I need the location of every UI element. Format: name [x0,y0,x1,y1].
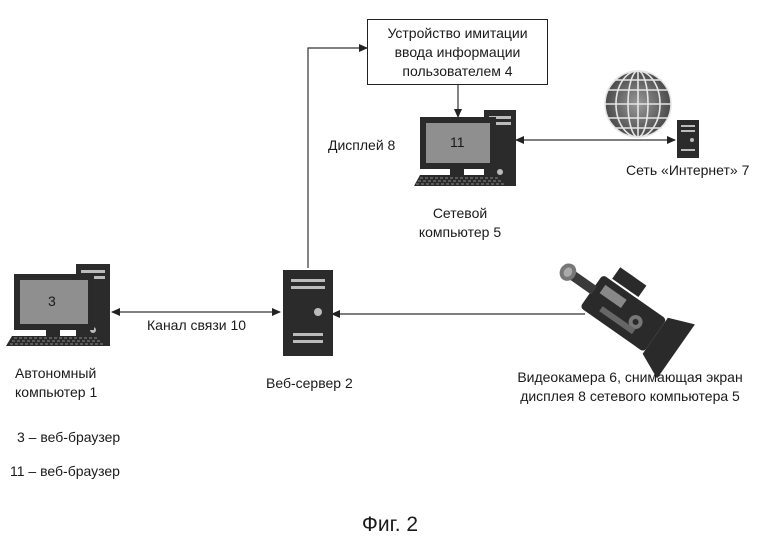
video-camera-icon [541,240,697,379]
internet-server-icon [677,120,699,158]
channel-label: Канал связи 10 [147,316,246,335]
input-device-line-3: пользователем 4 [402,62,512,81]
web-server-icon [283,270,333,356]
autonomous-computer-label: Автономный компьютер 1 [15,364,97,402]
network-computer-icon [414,110,516,186]
autonomous-screen-number: 3 [48,292,56,311]
network-screen-number: 11 [450,133,465,152]
legend-item-11: 11 – веб-браузер [10,462,120,481]
autonomous-computer-label-line-1: Автономный [15,364,97,383]
legend-item-3: 3 – веб-браузер [17,428,120,447]
figure-caption: Фиг. 2 [0,513,780,537]
input-device-box: Устройство имитации ввода информации пол… [367,19,548,85]
autonomous-computer-icon [6,264,110,346]
display-label: Дисплей 8 [328,136,395,155]
network-computer-label: Сетевой компьютер 5 [405,204,515,242]
network-computer-label-line-1: Сетевой [405,204,515,223]
connector-server-to-input-device [308,48,367,268]
camera-label: Видеокамера 6, снимающая экран дисплея 8… [500,368,760,406]
autonomous-computer-label-line-2: компьютер 1 [15,383,97,402]
network-computer-label-line-2: компьютер 5 [405,223,515,242]
input-device-line-2: ввода информации [395,43,521,62]
internet-label: Сеть «Интернет» 7 [626,161,749,180]
input-device-line-1: Устройство имитации [387,24,527,43]
web-server-label: Веб-сервер 2 [266,374,353,393]
globe-icon [605,71,671,137]
camera-label-line-2: дисплея 8 сетевого компьютера 5 [500,387,760,406]
camera-label-line-1: Видеокамера 6, снимающая экран [500,368,760,387]
